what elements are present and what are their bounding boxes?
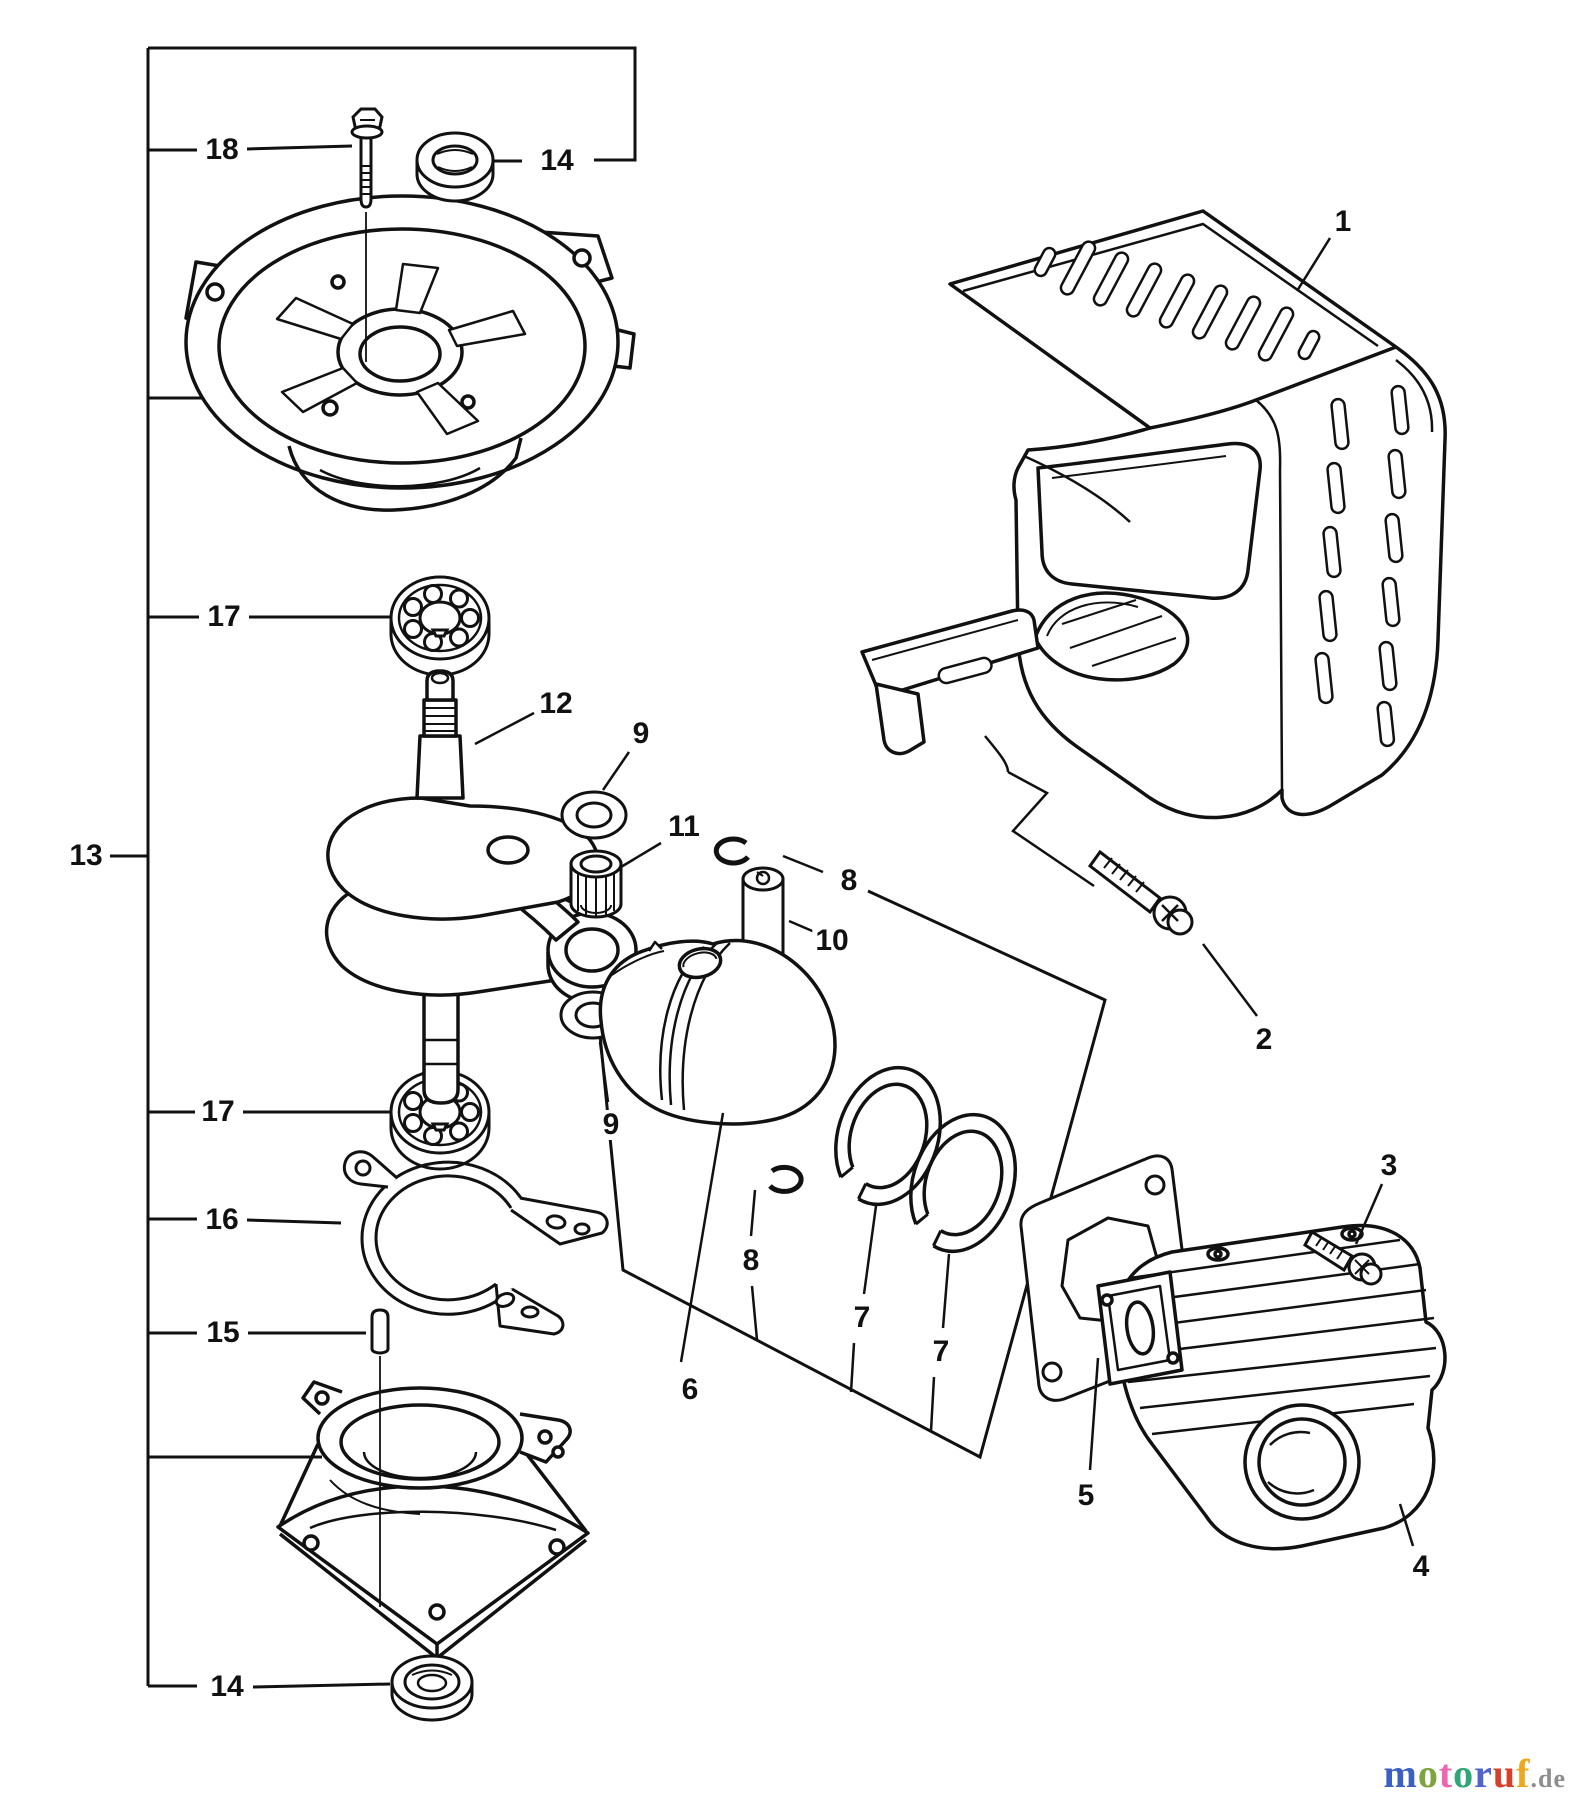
assembly-bracket-lines [110, 46, 637, 1689]
retainer-plate-part [342, 1150, 609, 1336]
circlip-bottom-part [768, 1164, 804, 1194]
callout-15: 15 [203, 1318, 243, 1348]
callout-5: 5 [1074, 1481, 1098, 1511]
engine-cover-part [860, 209, 1447, 820]
callout-7-right: 7 [929, 1337, 953, 1367]
piston-part [598, 938, 837, 1126]
dowel-pin-part [370, 1308, 390, 1355]
watermark-letter: f [1516, 1751, 1531, 1796]
bolt-2-part [1087, 849, 1194, 936]
oil-seal-bottom-part [390, 1654, 474, 1722]
crankshaft-part [324, 669, 638, 1105]
piston-group-outline [598, 889, 1107, 1460]
callout-12: 12 [536, 689, 576, 719]
callout-9-top: 9 [629, 719, 653, 749]
callout-16: 16 [202, 1205, 242, 1235]
needle-bearing-part [569, 849, 623, 919]
callout-9-bottom: 9 [599, 1110, 623, 1140]
washer-top-part [560, 790, 628, 840]
callout-4: 4 [1409, 1552, 1433, 1582]
watermark-suffix: .de [1530, 1764, 1566, 1793]
callout-18: 18 [202, 135, 242, 165]
watermark-letter: o [1417, 1751, 1439, 1796]
callout-13: 13 [66, 841, 106, 871]
callout-7-left: 7 [850, 1303, 874, 1333]
watermark-letter: o [1453, 1751, 1475, 1796]
callout-2: 2 [1252, 1025, 1276, 1055]
callout-10: 10 [812, 926, 852, 956]
piston-ring-2-part [892, 1099, 1034, 1267]
callout-14-top: 14 [537, 146, 577, 176]
callout-8-top: 8 [837, 866, 861, 896]
callout-8-bottom: 8 [739, 1246, 763, 1276]
watermark-letter: m [1383, 1751, 1418, 1796]
fan-housing-part [184, 194, 636, 512]
callout-11: 11 [665, 812, 703, 842]
watermark-letter: t [1438, 1751, 1454, 1796]
bolt-3-part [1303, 1229, 1383, 1286]
callout-1: 1 [1331, 207, 1355, 237]
callout-6: 6 [678, 1375, 702, 1405]
callout-3: 3 [1377, 1151, 1401, 1181]
circlip-top-part [713, 836, 750, 866]
callout-17-bottom: 17 [198, 1097, 238, 1127]
oil-seal-top-part [415, 131, 495, 203]
watermark-letter: u [1492, 1751, 1517, 1796]
callout-17-top: 17 [204, 602, 244, 632]
cylinder-part [1096, 1223, 1447, 1551]
ball-bearing-top-part [389, 575, 491, 677]
callout-14-bottom: 14 [207, 1672, 247, 1702]
piston-ring-1-part [817, 1052, 959, 1220]
leader-lines [365, 212, 1415, 1607]
bolt-18-part [350, 107, 384, 209]
crankcase-lower-part [276, 1380, 590, 1660]
watermark-logo: motoruf.de [1384, 1754, 1567, 1794]
watermark-letter: r [1474, 1751, 1493, 1796]
